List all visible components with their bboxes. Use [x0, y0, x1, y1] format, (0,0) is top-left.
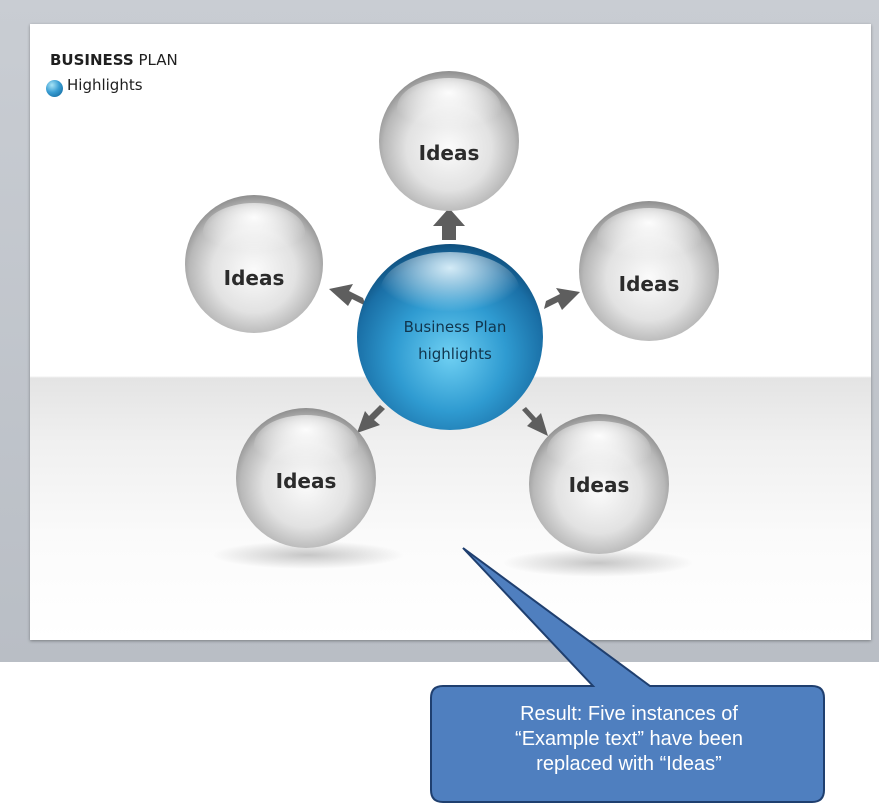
slide-subtitle: Highlights: [67, 76, 143, 94]
center-node: Business Plan highlights: [357, 244, 543, 430]
idea-label-bottom-left: Ideas: [276, 469, 337, 493]
idea-node-left: Ideas: [185, 195, 323, 333]
idea-label-left: Ideas: [224, 266, 285, 290]
arrow-up-icon: [433, 208, 465, 240]
callout-text: Result: Five instances of “Example text”…: [430, 702, 828, 777]
arrows: [329, 208, 580, 436]
idea-node-bottom-right: Ideas: [529, 414, 669, 554]
idea-label-right: Ideas: [619, 272, 680, 296]
idea-node-right: Ideas: [579, 201, 719, 341]
title-rest: PLAN: [133, 51, 178, 69]
slide-title: BUSINESS PLAN: [50, 49, 178, 71]
idea-node-top: Ideas: [379, 71, 519, 211]
arrow-right-icon: [544, 288, 580, 310]
idea-label-top: Ideas: [419, 141, 480, 165]
business-plan-diagram: Ideas Ideas Ideas Ideas Ideas Business P…: [185, 71, 719, 577]
bullet-sphere-icon: [46, 80, 63, 97]
title-bold: BUSINESS: [50, 51, 134, 69]
callout-line-1: Result: Five instances of: [520, 703, 738, 725]
arrow-left-icon: [329, 284, 366, 306]
arrow-down-right-icon: [522, 407, 548, 436]
callout-line-3: replaced with “Ideas”: [536, 753, 722, 775]
arrow-down-left-icon: [357, 405, 385, 433]
callout-line-2: “Example text” have been: [515, 728, 743, 750]
idea-label-bottom-right: Ideas: [569, 473, 630, 497]
shadow-bottom-right: [503, 549, 693, 577]
center-label-line2: highlights: [418, 345, 492, 363]
shadow-bottom-left: [213, 541, 403, 569]
center-label-line1: Business Plan: [404, 318, 507, 336]
idea-node-bottom-left: Ideas: [236, 408, 376, 548]
